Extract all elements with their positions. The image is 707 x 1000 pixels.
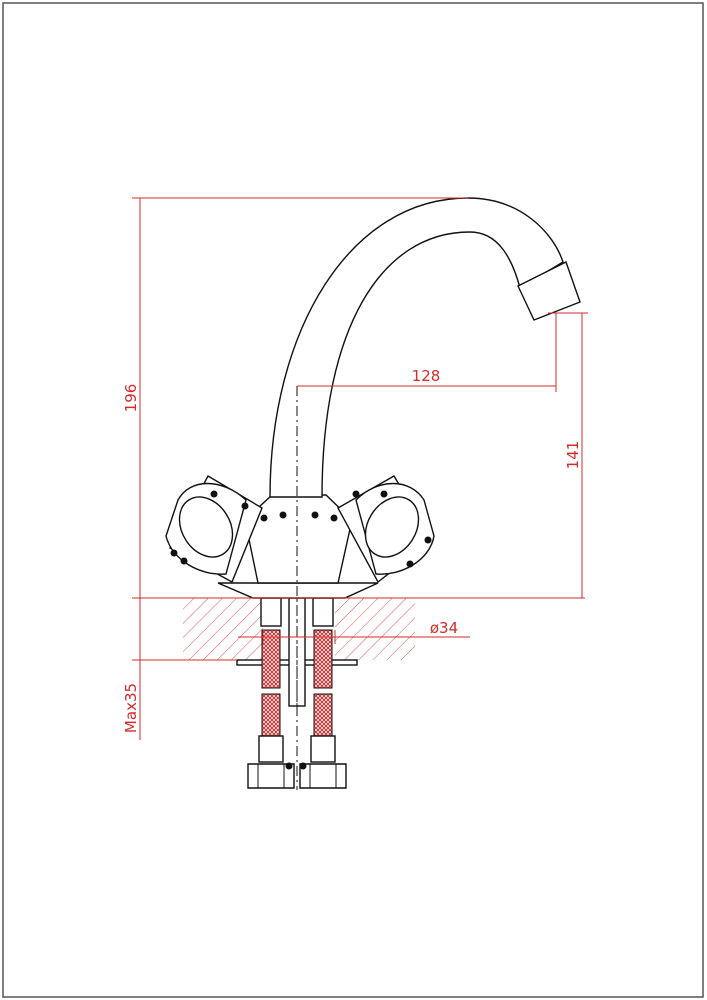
dimension-text-196: 196 [122,384,140,413]
dimension-spout-reach: 128 [297,313,557,392]
dimension-spout-height: 141 [548,312,588,598]
right-hose [299,597,347,789]
aerator [517,261,581,321]
dimension-hole-diameter: ø34 [238,619,470,644]
faucet-body [217,582,379,599]
dimension-total-height: 196 [122,197,585,599]
dimension-max-thickness: Max35 [122,598,237,740]
spout [269,197,564,498]
dimension-text-141: 141 [564,441,582,470]
right-handle [337,475,435,584]
dimension-text-diameter: ø34 [430,619,458,637]
left-handle [165,475,263,583]
dimension-text-128: 128 [412,367,441,385]
dimension-text-max35: Max35 [122,683,140,733]
